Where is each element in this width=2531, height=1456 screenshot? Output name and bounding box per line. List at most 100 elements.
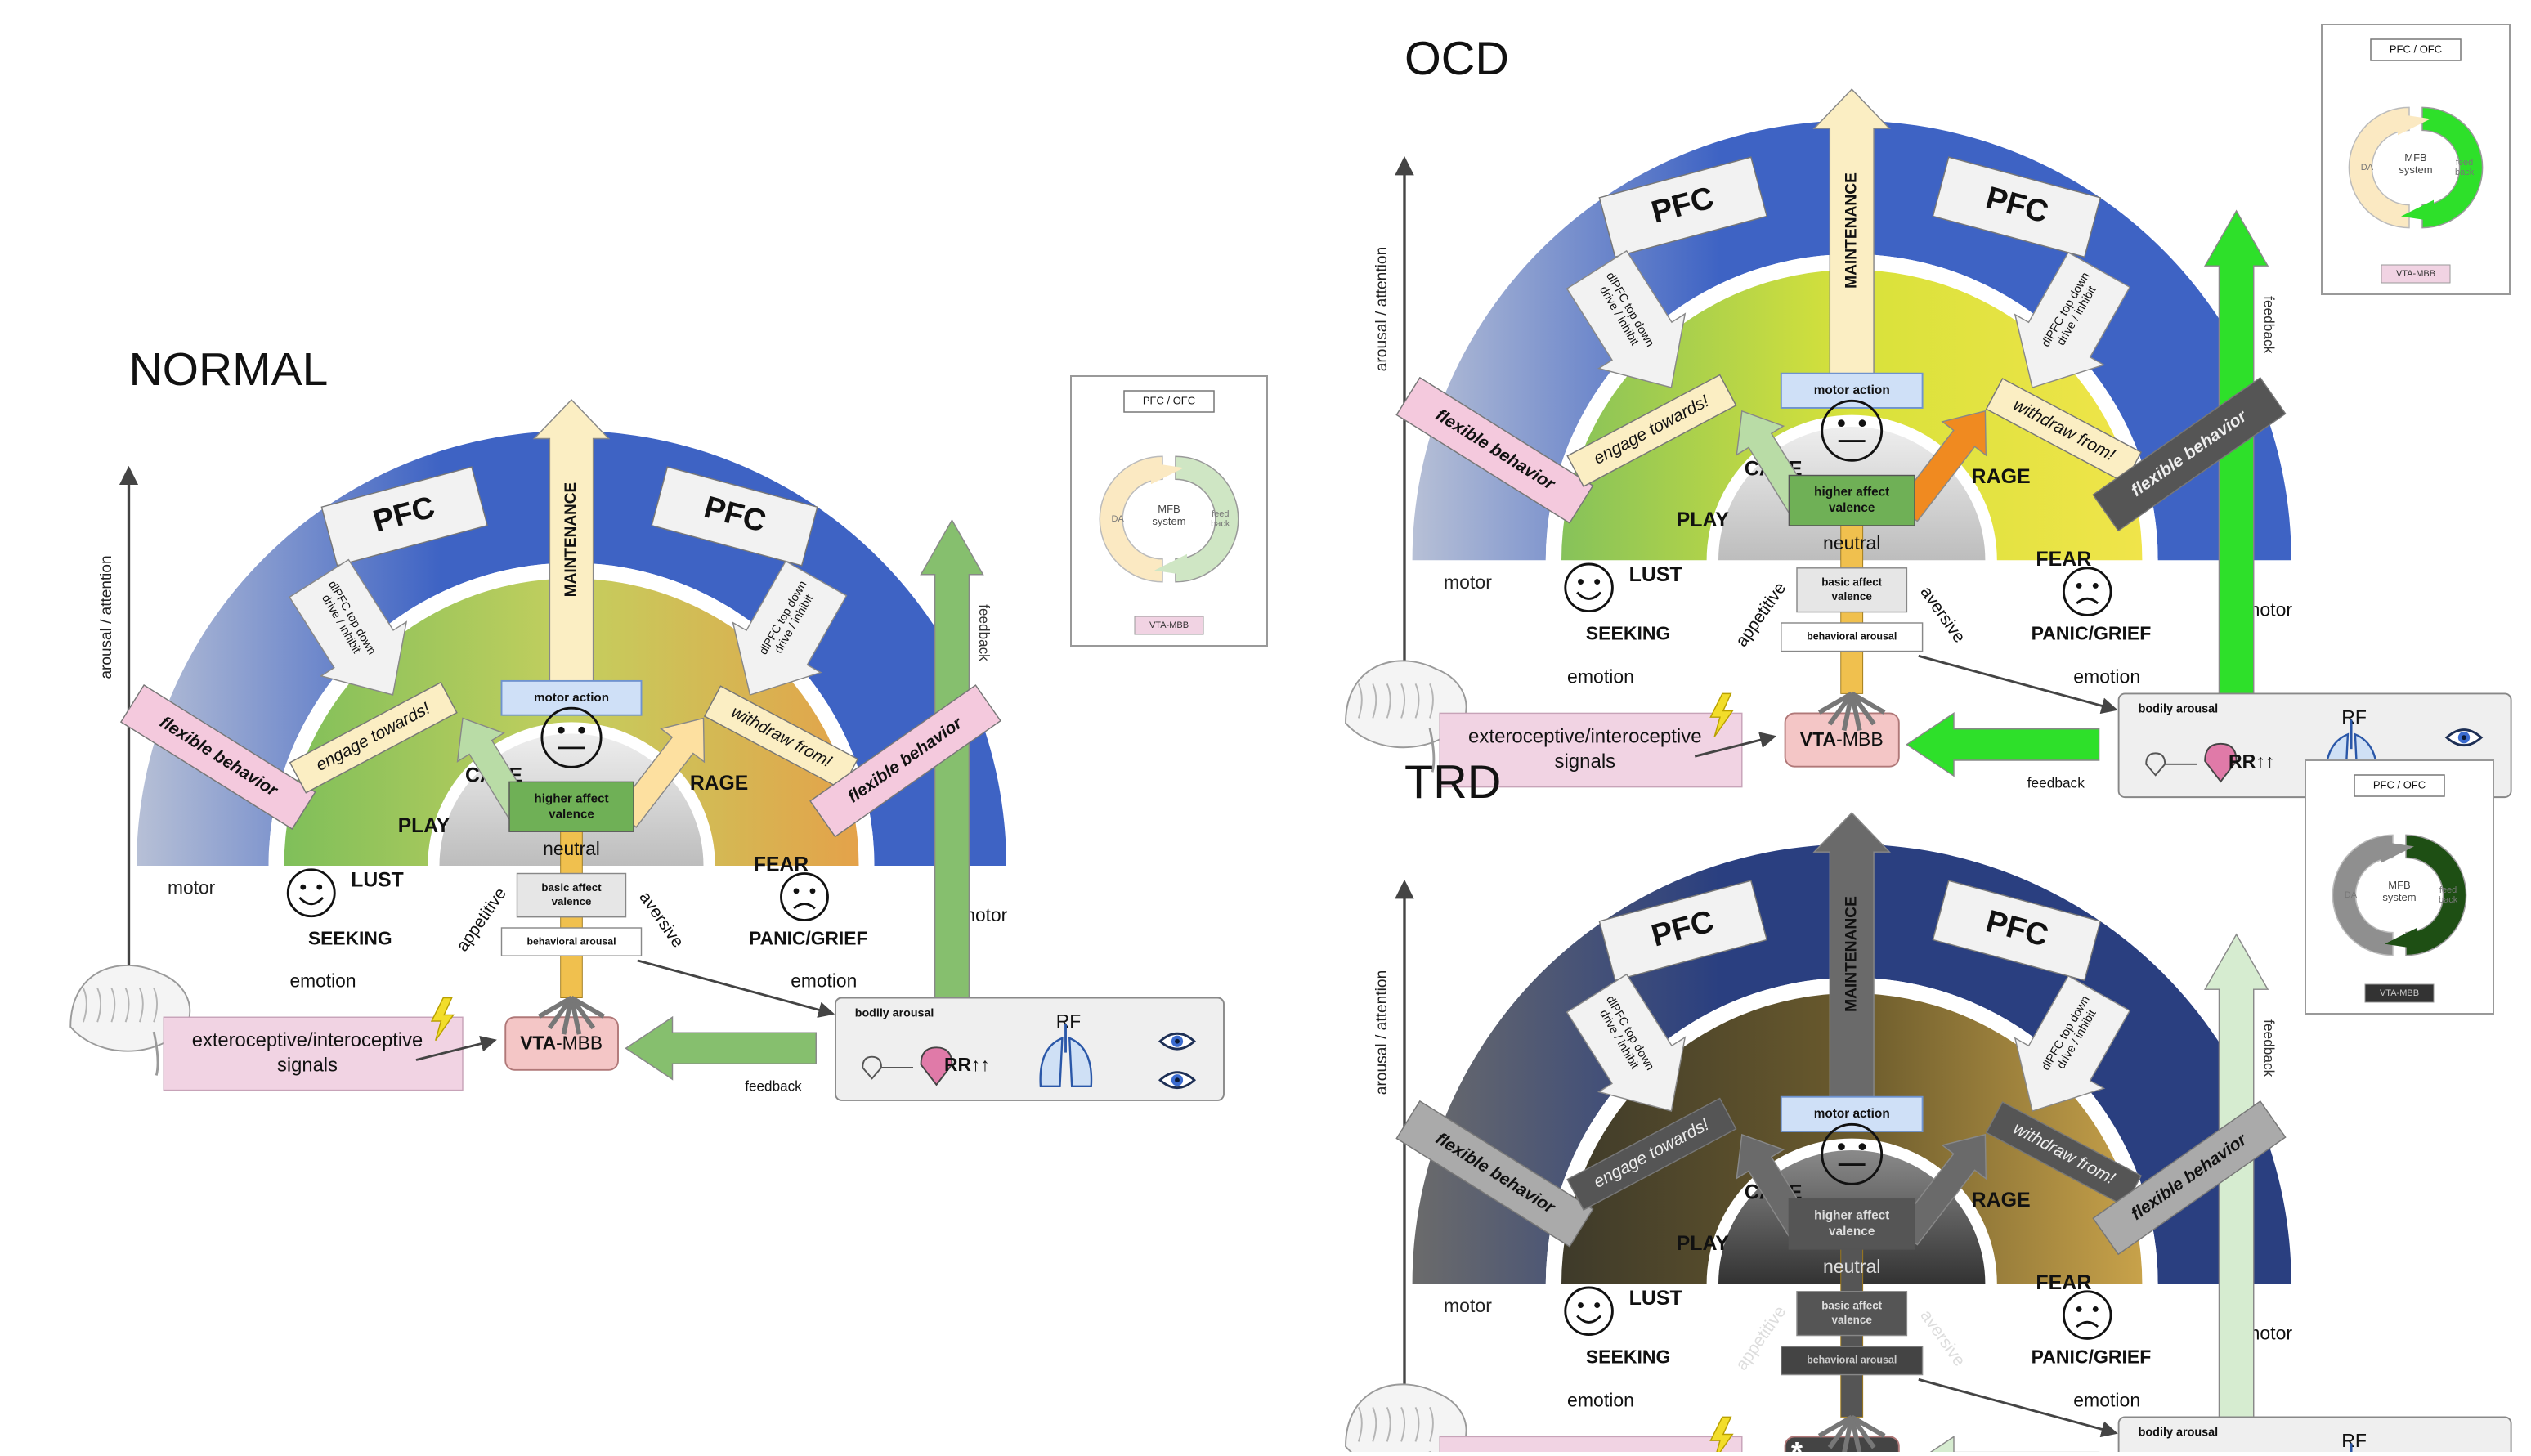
- bodily-arousal-label: bodily arousal: [855, 1006, 934, 1019]
- inset-right-label-line: back: [2455, 168, 2475, 177]
- feedback-horizontal-label: feedback: [2027, 774, 2085, 791]
- signals-label-line: exteroceptive/interoceptive: [1468, 1449, 1702, 1452]
- care-face-ring: [1821, 399, 1884, 462]
- inset-bottom-box: [2364, 983, 2435, 1003]
- burst-ray: [1849, 692, 1862, 732]
- burst-ray: [1849, 1416, 1862, 1455]
- dlpfc-arrow-right: [732, 560, 848, 696]
- axis-label: arousal / attention: [1373, 970, 1391, 1095]
- rf-label: RF: [1056, 1010, 1081, 1032]
- brain-outline: [1345, 660, 1467, 749]
- inset-right-label-line: feed: [2439, 885, 2457, 895]
- engage-box: [1566, 374, 1737, 487]
- flexible-behavior-right: [2092, 376, 2287, 532]
- feedback-vertical-arrow: [920, 518, 984, 1006]
- maintenance-label: MAINTENANCE: [562, 482, 580, 597]
- vta-label: VTA-MBB: [1800, 728, 1884, 750]
- lung-left: [1039, 1037, 1064, 1087]
- brainstem: [1428, 728, 1436, 773]
- higher-affect-box: [508, 781, 634, 832]
- brain-gyrus: [1372, 1407, 1377, 1442]
- brain-outline: [1345, 1383, 1467, 1456]
- neutral-label: neutral: [1823, 532, 1880, 553]
- motor-action-label: motor action: [534, 691, 609, 705]
- inset-bottom-label: VTA-MBB: [2396, 269, 2435, 279]
- emotion-arc: [284, 578, 859, 866]
- dlpfc-arrow-left: [1566, 973, 1687, 1112]
- care-face-eye: [1838, 419, 1845, 428]
- inset-feedback-arc: [1175, 455, 1239, 583]
- motor-action-label: motor action: [1814, 383, 1890, 397]
- play-label: PLAY: [398, 815, 450, 837]
- brain-illustration: [69, 964, 191, 1076]
- motor-label-left: motor: [1444, 1295, 1492, 1316]
- lung-right: [1068, 1037, 1093, 1087]
- brain-gyrus: [83, 988, 87, 1023]
- fear-label: FEAR: [2036, 548, 2091, 571]
- emotion-label-right: emotion: [2073, 665, 2140, 687]
- inset-da-arc: [2348, 106, 2410, 229]
- panic-face-eye: [2076, 582, 2082, 589]
- motor-action-label: motor action: [1814, 1107, 1890, 1121]
- brain-gyrus: [1400, 1407, 1406, 1442]
- inset-bottom-box: [2381, 264, 2451, 284]
- play-label: PLAY: [1677, 508, 1730, 531]
- panel-title: TRD: [1404, 756, 1501, 809]
- signals-box: [1439, 1436, 1743, 1456]
- lightning-icon: [1709, 692, 1734, 737]
- behavioral-arousal-label: behavioral arousal: [1807, 631, 1897, 643]
- flexible-behavior-left: [1395, 376, 1594, 524]
- bodily-arousal-label: bodily arousal: [2139, 1426, 2219, 1439]
- brain-gyrus: [1372, 683, 1377, 719]
- inset-left-label: DA: [1112, 514, 1125, 524]
- dlpfc-arrow-left: [1566, 249, 1687, 388]
- vta-label-a: VTA: [520, 1033, 556, 1054]
- higher-affect-label-line: valence: [1829, 1225, 1875, 1239]
- pfc-box-left: [320, 466, 488, 567]
- higher-affect-label-line: higher affect: [1814, 486, 1889, 500]
- seeking-face: [1564, 562, 1614, 613]
- inset-center-label-line: system: [1152, 515, 1185, 527]
- brain-gyrus: [1386, 1407, 1391, 1442]
- inset-da-head: [2398, 114, 2430, 136]
- care-face-eye: [1858, 1143, 1866, 1151]
- axis-label: arousal / attention: [98, 555, 115, 679]
- heart-outline-icon: [862, 1055, 883, 1080]
- burst-ray: [1827, 1415, 1854, 1449]
- inset-left-label: DA: [2345, 890, 2358, 900]
- inset-top-label: PFC / OFC: [2390, 43, 2442, 55]
- emotion-label-left: emotion: [1567, 1389, 1634, 1410]
- panic-face-ring: [2062, 567, 2112, 616]
- rr-label: RR↑↑: [944, 1054, 990, 1075]
- inset-right-label-line: feed: [2456, 158, 2473, 168]
- burst-ray: [1841, 1416, 1855, 1455]
- inset-bottom-label: VTA-MBB: [1149, 620, 1189, 630]
- burst-ray: [569, 997, 582, 1035]
- signals-label-line: exteroceptive/interoceptive: [1468, 726, 1702, 748]
- burst-ray: [1817, 691, 1853, 715]
- burst-ray: [1841, 692, 1855, 732]
- maintenance-label: MAINTENANCE: [1843, 172, 1860, 289]
- basic-affect-label-line: valence: [552, 895, 592, 907]
- seeking-label: SEEKING: [1586, 622, 1671, 643]
- feedback-horizontal-arrow: [625, 1015, 817, 1081]
- emotion-label-left: emotion: [1567, 665, 1634, 687]
- heart-icon: [920, 1046, 953, 1086]
- inset-feedback-arc: [2421, 106, 2484, 229]
- panic-face: [2062, 567, 2112, 616]
- seeking-label: SEEKING: [1586, 1346, 1671, 1367]
- brain-gyrus: [124, 988, 130, 1023]
- care-face-ring: [540, 706, 603, 768]
- pfc-box-left: [1598, 880, 1768, 982]
- signals-label-line: exteroceptive/interoceptive: [192, 1029, 423, 1051]
- brain-illustration: [1345, 660, 1467, 773]
- inset-right-label-line: back: [1211, 519, 1230, 529]
- vta-label: VTA-MBB: [520, 1033, 603, 1054]
